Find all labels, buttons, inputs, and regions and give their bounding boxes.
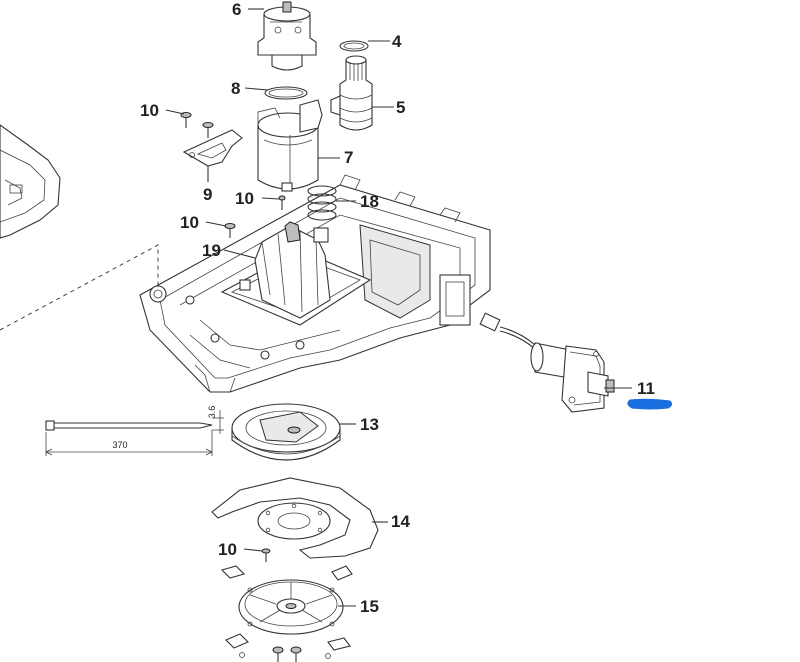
blade-2 (331, 565, 353, 581)
screw-10-b (202, 122, 214, 138)
screw-10-d (224, 223, 236, 238)
tie-width-dimension: 3.6 (207, 406, 217, 419)
blade-1 (220, 565, 246, 579)
screw-10-e (261, 548, 271, 562)
cable-tie (45, 410, 224, 456)
part-11-height-motor (479, 312, 615, 413)
part-6-motor (257, 1, 317, 71)
callout-6: 6 (232, 0, 241, 19)
screw-10-c (278, 195, 286, 210)
callout-9: 9 (203, 185, 212, 204)
callout-13: 13 (360, 415, 379, 434)
callout-10-c: 10 (180, 213, 199, 232)
part-4-ring (339, 40, 369, 52)
callout-10-d: 10 (218, 540, 237, 559)
callout-10-a: 10 (140, 101, 159, 120)
highlight-marker (627, 398, 673, 410)
callout-7: 7 (344, 148, 353, 167)
callout-18: 18 (360, 192, 379, 211)
tie-length-dimension: 370 (112, 440, 127, 450)
blade-3 (225, 633, 249, 649)
part-19-motor-mount (220, 221, 372, 326)
screw-10-a (180, 112, 192, 128)
callout-15: 15 (360, 597, 379, 616)
part-14-blade-guard (211, 477, 379, 559)
callout-11: 11 (637, 379, 655, 398)
part-9-bracket (182, 129, 243, 167)
callout-14: 14 (391, 512, 410, 531)
part-13-ring-housing (231, 403, 341, 461)
leader-lines (165, 8, 632, 607)
blade-screws (239, 646, 331, 662)
callout-4: 4 (392, 32, 402, 51)
part-15-blade-disc (238, 579, 344, 635)
part-5-splined-coupler (330, 55, 373, 131)
callout-5: 5 (396, 98, 405, 117)
blade-4 (327, 637, 351, 651)
left-cover-fragment (0, 124, 159, 331)
part-18-spring (307, 185, 337, 221)
callout-8: 8 (231, 79, 240, 98)
part-7-cylinder-housing (257, 99, 323, 192)
part-8-o-ring (264, 86, 308, 100)
callout-10-b: 10 (235, 189, 254, 208)
callout-19: 19 (202, 241, 221, 260)
